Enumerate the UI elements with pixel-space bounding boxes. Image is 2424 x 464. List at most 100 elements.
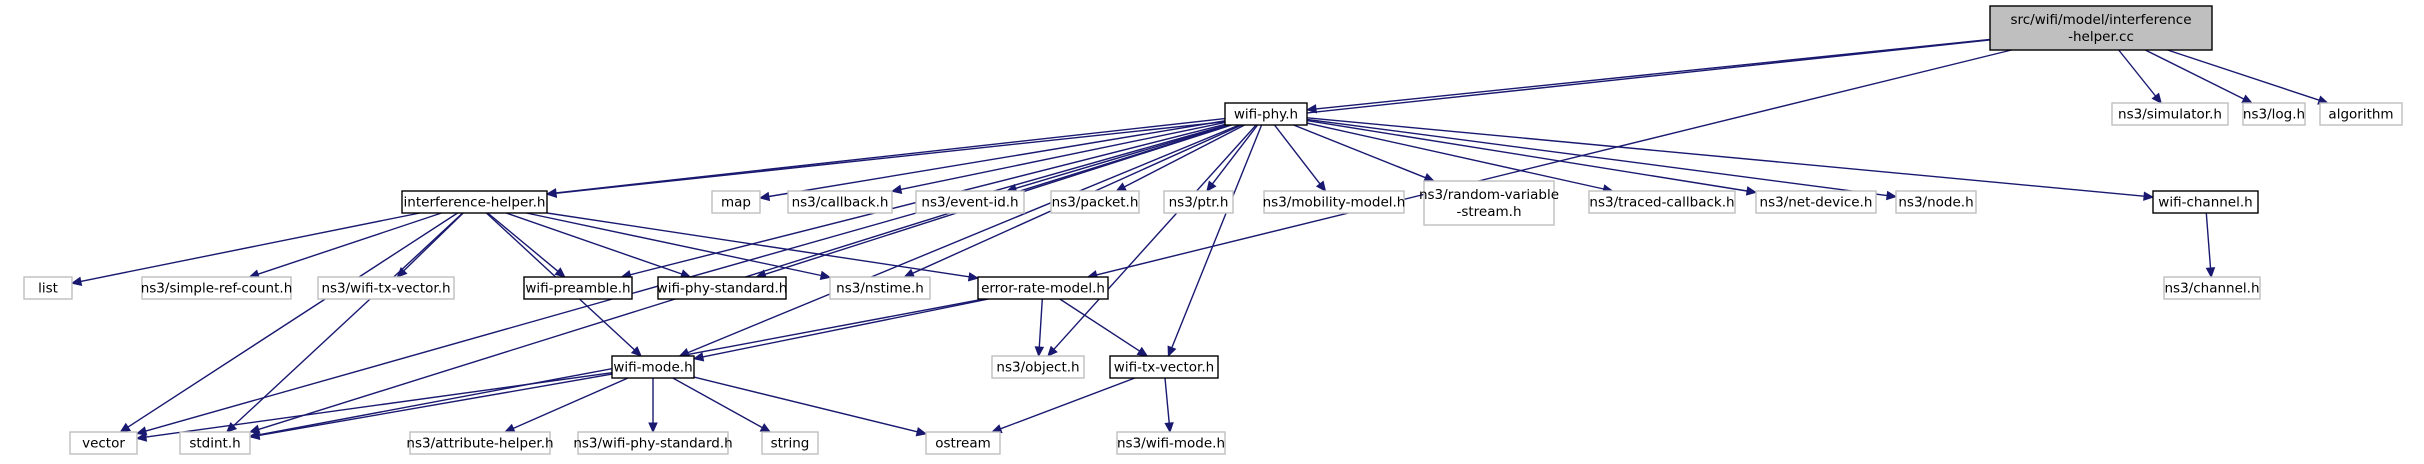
edge-wmode-to-vector — [135, 372, 613, 442]
node-label: ns3/wifi-phy-standard.h — [573, 436, 732, 452]
node-string: string — [761, 431, 819, 455]
edge-line — [687, 124, 1240, 354]
edge-line — [80, 212, 421, 283]
edge-root-to-simulator — [2118, 49, 2162, 104]
node-label: ns3/wifi-mode.h — [1117, 436, 1225, 452]
node-simulator: ns3/simulator.h — [2111, 102, 2229, 126]
node-rvs: ns3/random-variable-stream.h — [1419, 180, 1559, 226]
arrowhead — [759, 423, 772, 433]
node-label: wifi-mode.h — [613, 360, 692, 376]
node-box — [657, 276, 787, 300]
node-box — [1116, 431, 1226, 455]
arrowhead — [630, 346, 643, 357]
edge-wmode-to-wps3 — [648, 378, 658, 434]
edge-line — [1053, 124, 1257, 350]
node-label: ns3/mobility-model.h — [1263, 195, 1406, 211]
node-traced: ns3/traced-callback.h — [1588, 190, 1736, 214]
node-box — [761, 431, 819, 455]
node-box — [69, 431, 138, 455]
node-label: ns3/traced-callback.h — [1589, 195, 1734, 211]
nodes-layer: src/wifi/model/interference-helper.cc wif… — [23, 5, 2403, 455]
edge-line — [257, 212, 442, 275]
node-box — [317, 276, 455, 300]
node-ih[interactable]: interference-helper.h — [401, 190, 548, 214]
edge-line — [2167, 49, 2320, 101]
node-label: ns3/log.h — [2243, 107, 2305, 123]
arrowhead — [692, 352, 705, 362]
node-wps3: ns3/wifi-phy-standard.h — [573, 431, 733, 455]
node-label: vector — [82, 436, 125, 452]
arrowhead — [967, 272, 980, 282]
node-box — [1423, 180, 1555, 226]
edge-erm-to-object — [1034, 298, 1045, 358]
node-label: -helper.cc — [2068, 29, 2134, 45]
node-wtv[interactable]: wifi-tx-vector.h — [1109, 355, 1219, 379]
edge-line — [1293, 124, 1426, 179]
node-wchan[interactable]: wifi-channel.h — [2152, 190, 2259, 214]
edge-line — [1315, 38, 1991, 110]
node-box — [1263, 190, 1405, 214]
node-box — [1895, 190, 1977, 214]
node-label: ns3/wifi-tx-vector.h — [321, 281, 450, 297]
arrowhead — [1745, 186, 1758, 196]
edge-line — [1306, 117, 2145, 197]
arrowhead — [1167, 345, 1177, 358]
node-vector: vector — [69, 431, 138, 455]
node-box — [401, 190, 548, 214]
node-box — [1588, 190, 1736, 214]
node-label: wifi-channel.h — [2158, 195, 2252, 211]
node-box — [2111, 102, 2229, 126]
node-attr: ns3/attribute-helper.h — [406, 431, 554, 455]
node-label: ns3/packet.h — [1052, 195, 1139, 211]
node-wifiphy[interactable]: wifi-phy.h — [1224, 102, 1308, 126]
edge-wifiphy-to-map — [758, 120, 1226, 202]
node-box — [787, 190, 893, 214]
node-box — [977, 276, 1109, 300]
edge-wifiphy-to-wtv — [1167, 124, 1263, 358]
arrowhead — [135, 432, 148, 442]
node-box — [141, 276, 292, 300]
edge-ih-to-wps — [505, 212, 692, 279]
node-stdint: stdint.h — [179, 431, 251, 455]
edge-wmode-to-stdint — [248, 373, 613, 440]
edge-ih-to-erm — [546, 212, 980, 282]
edge-erm-to-wmode — [692, 298, 989, 362]
arrowhead — [1164, 422, 1174, 434]
arrowhead — [135, 426, 148, 436]
arrowhead — [819, 270, 832, 281]
arrowhead — [915, 427, 928, 437]
node-chan: ns3/channel.h — [2163, 276, 2261, 300]
node-box — [1050, 190, 1140, 214]
node-wmode[interactable]: wifi-mode.h — [611, 355, 695, 379]
arrowhead — [225, 421, 238, 433]
edge-wifiphy-to-packet — [1115, 124, 1245, 192]
arrowhead — [1315, 180, 1327, 192]
edge-line — [555, 117, 1226, 194]
node-object: ns3/object.h — [991, 355, 1085, 379]
edge-line — [145, 372, 613, 438]
edge-line — [546, 212, 970, 278]
node-label: ns3/channel.h — [2165, 281, 2260, 297]
arrowhead — [2205, 267, 2216, 279]
node-box — [611, 355, 695, 379]
node-wpre[interactable]: wifi-preamble.h — [523, 276, 633, 300]
node-list: list — [23, 276, 73, 300]
arrowhead — [1886, 190, 1898, 201]
node-ostream: ostream — [925, 431, 1001, 455]
node-root[interactable]: src/wifi/model/interference-helper.cc — [1989, 5, 2213, 51]
node-label: ns3/object.h — [996, 360, 1079, 376]
edge-wifiphy-to-ptr — [1206, 124, 1259, 192]
edge-erm-to-wtv — [1059, 298, 1149, 357]
arrowhead — [248, 430, 261, 440]
node-label: ns3/ptr.h — [1169, 195, 1229, 211]
edge-line — [526, 212, 822, 277]
node-erm[interactable]: error-rate-model.h — [977, 276, 1109, 300]
edges-layer — [70, 38, 2329, 442]
edge-wmode-to-attr — [503, 377, 629, 433]
arrowhead — [2143, 191, 2155, 201]
edge-line — [900, 121, 1226, 191]
node-label: ns3/event-id.h — [921, 195, 1018, 211]
arrowhead — [554, 267, 566, 278]
node-wps[interactable]: wifi-phy-standard.h — [657, 276, 788, 300]
node-box — [1109, 355, 1219, 379]
